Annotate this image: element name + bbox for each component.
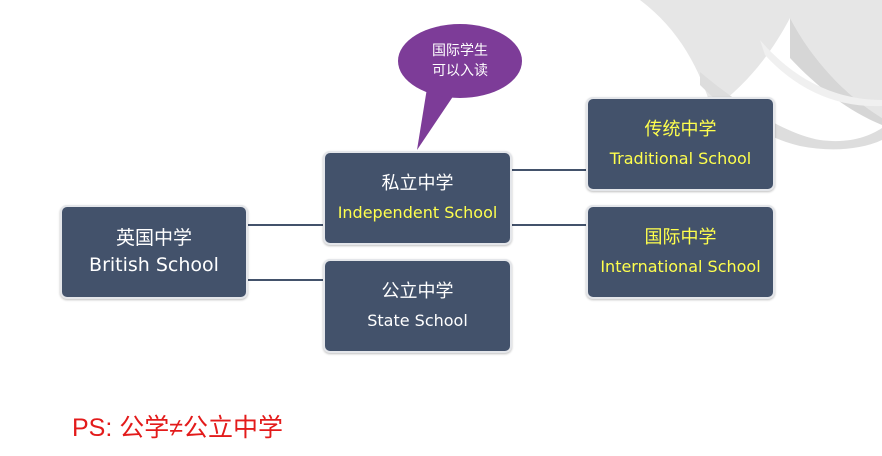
international-students-bubble: 国际学生 可以入读 <box>398 24 522 98</box>
node-british-en: British School <box>89 254 219 276</box>
node-international-school: 国际中学 International School <box>586 205 775 299</box>
bubble-text-line2: 可以入读 <box>432 63 488 79</box>
connector-independent-international <box>511 224 587 226</box>
connector-british-state <box>247 279 324 281</box>
node-international-en: International School <box>600 256 761 276</box>
node-international-cn: 国际中学 <box>644 227 717 249</box>
connector-british-independent <box>247 224 324 226</box>
node-traditional-en: Traditional School <box>609 148 752 168</box>
ps-note: PS: 公学≠公立中学 <box>72 414 283 442</box>
node-state-school: 公立中学 State School <box>323 259 512 353</box>
bubble-text-line1: 国际学生 <box>432 42 488 59</box>
node-state-cn: 公立中学 <box>381 281 454 303</box>
node-british-school: 英国中学 British School <box>60 205 248 299</box>
node-british-cn: 英国中学 <box>115 227 192 250</box>
node-state-en: State School <box>367 310 468 330</box>
node-traditional-school: 传统中学 Traditional School <box>586 97 775 191</box>
node-independent-cn: 私立中学 <box>381 173 454 195</box>
node-independent-en: Independent School <box>337 202 498 222</box>
node-traditional-cn: 传统中学 <box>644 119 717 141</box>
connector-independent-traditional <box>511 169 587 171</box>
node-independent-school: 私立中学 Independent School <box>323 151 512 245</box>
